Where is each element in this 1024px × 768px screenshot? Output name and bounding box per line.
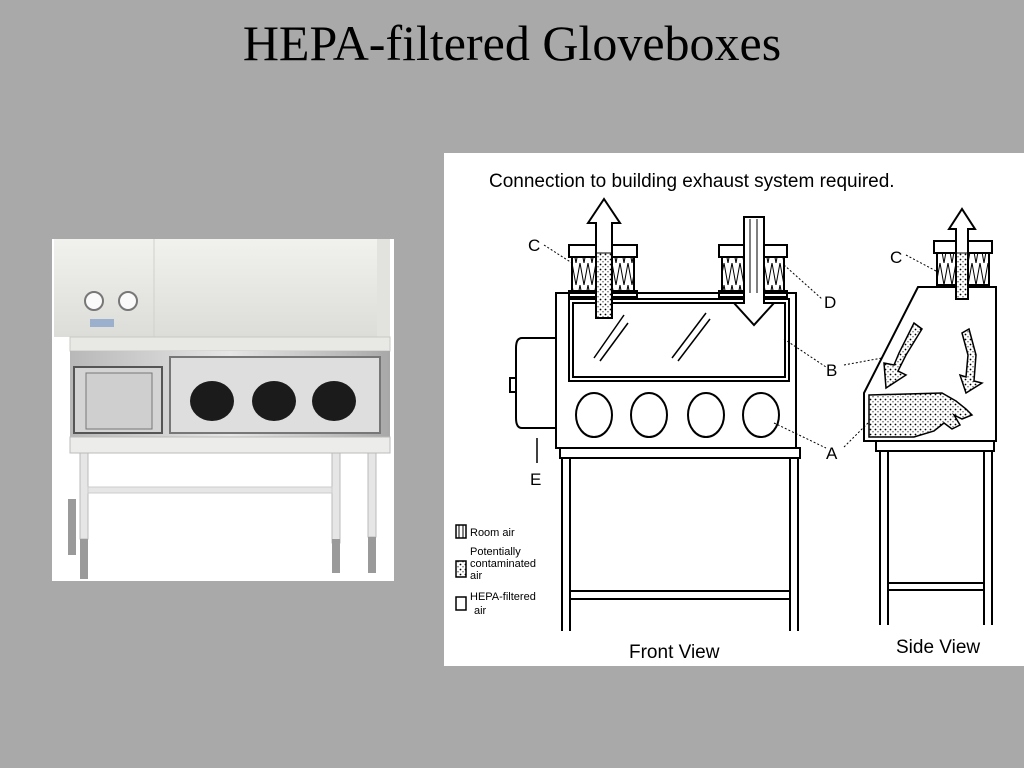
- arm-glove-icon: [868, 392, 974, 438]
- diagram-caption: Connection to building exhaust system re…: [489, 171, 895, 192]
- legend: Room air Potentially contaminated air HE…: [455, 524, 536, 617]
- front-view: [509, 244, 801, 631]
- legend-room-air: Room air: [470, 527, 515, 539]
- label-e: E: [530, 470, 541, 489]
- hepa-filtered-air-swatch: [455, 596, 467, 611]
- legend-contaminated-line2: contaminated: [470, 558, 536, 570]
- legend-hepa-line2: air: [474, 605, 487, 617]
- label-a: A: [826, 444, 838, 463]
- slide-title: HEPA-filtered Gloveboxes: [242, 15, 782, 71]
- intake-down-arrow: [731, 216, 777, 327]
- front-view-label: Front View: [629, 642, 720, 663]
- label-c-front: C: [528, 236, 540, 255]
- side-airflow-down-arrow: [883, 321, 923, 390]
- legend-contaminated-line1: Potentially: [470, 546, 521, 558]
- legend-hepa-line1: HEPA-filtered: [470, 591, 536, 603]
- glovebox-photo: [52, 239, 394, 581]
- label-b: B: [826, 361, 837, 380]
- label-c-side: C: [890, 248, 902, 267]
- glovebox-diagram: Connection to building exhaust system re…: [444, 153, 1024, 666]
- side-airflow-up-arrow: [958, 327, 984, 395]
- label-d: D: [824, 293, 836, 312]
- contaminated-air-swatch: [455, 560, 467, 578]
- room-air-swatch: [455, 524, 467, 539]
- legend-contaminated-line3: air: [470, 570, 483, 582]
- side-view-label: Side View: [896, 637, 980, 658]
